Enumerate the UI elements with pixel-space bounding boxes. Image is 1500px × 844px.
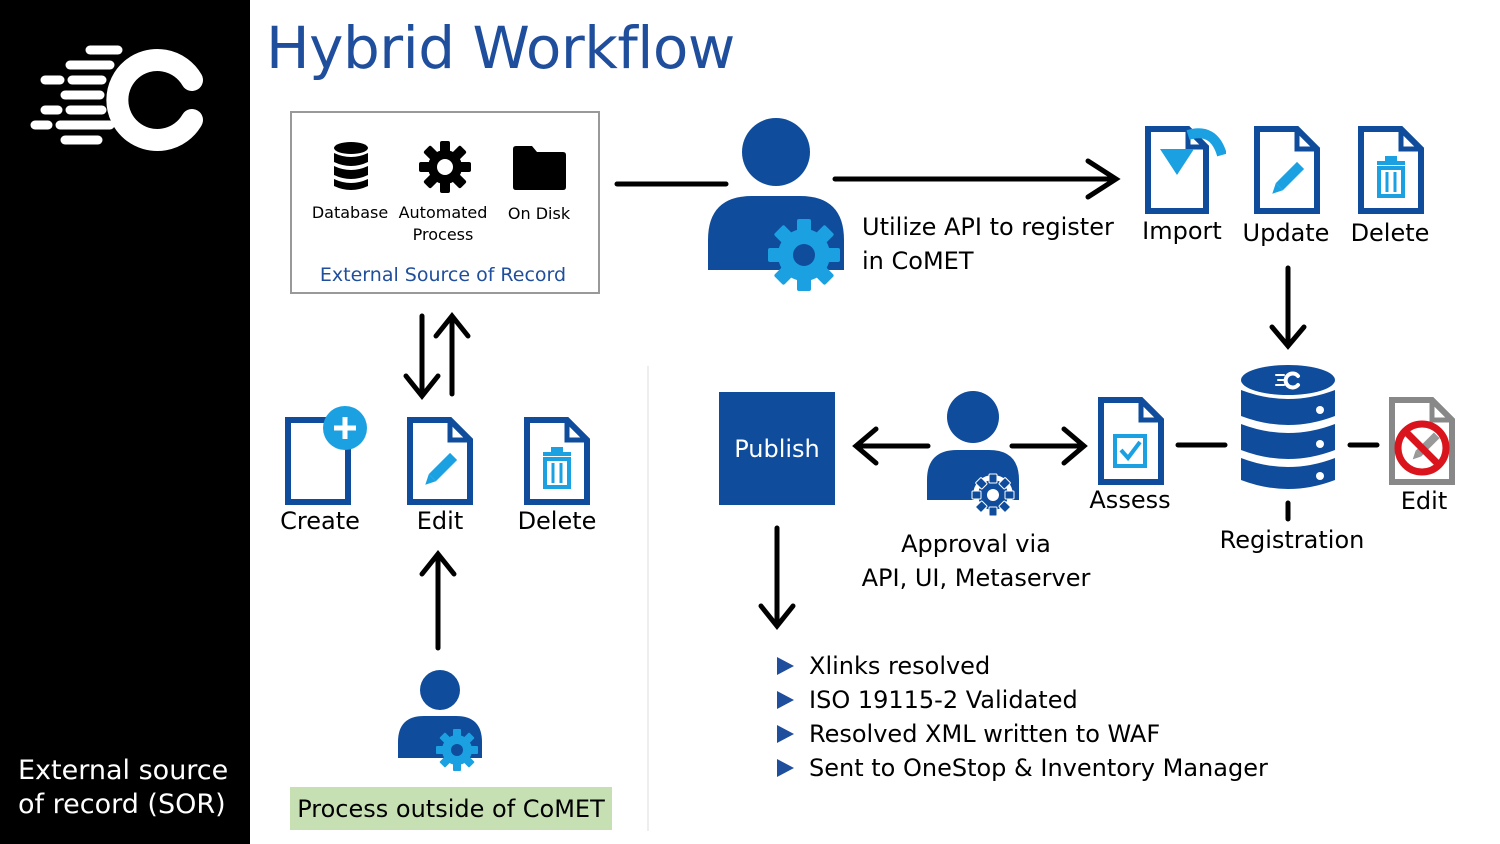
sor-item-automated-label: Automated Process <box>393 202 493 246</box>
delete-document-icon <box>524 417 590 505</box>
bullet-triangle-icon <box>777 657 794 675</box>
sor-caption: External Source of Record <box>319 264 567 286</box>
results-list: Xlinks resolved ISO 19115-2 Validated Re… <box>777 649 1268 785</box>
publish-box: Publish <box>719 392 835 505</box>
sor-item-database-label: Database <box>311 203 389 222</box>
sor-item-automated-line2: Process <box>412 225 474 244</box>
gear-icon <box>419 141 471 193</box>
edit-disabled-label: Edit <box>1400 487 1448 515</box>
external-sor-box <box>290 111 600 294</box>
edit-disabled-document-icon <box>1389 397 1455 485</box>
top-action-delete-label: Delete <box>1350 219 1430 247</box>
left-action-create-label: Create <box>280 507 360 535</box>
left-action-delete-label: Delete <box>517 507 597 535</box>
import-document-icon <box>1145 126 1226 214</box>
edit-document-icon <box>407 417 473 505</box>
list-item: Sent to OneStop & Inventory Manager <box>777 751 1268 785</box>
top-action-import-label: Import <box>1142 217 1222 245</box>
list-item: ISO 19115-2 Validated <box>777 683 1268 717</box>
process-outside-box: Process outside of CoMET <box>290 787 612 830</box>
list-item-text: Sent to OneStop & Inventory Manager <box>809 754 1268 782</box>
registration-database-icon <box>1241 365 1335 489</box>
create-document-icon <box>285 406 367 505</box>
sidebar: External source of record (SOR) <box>0 0 250 844</box>
comet-logo-icon <box>30 45 203 151</box>
list-item: Resolved XML written to WAF <box>777 717 1268 751</box>
api-label-line2: in CoMET <box>862 247 974 275</box>
database-icon <box>334 142 368 190</box>
folder-icon <box>513 146 566 190</box>
bullet-triangle-icon <box>777 691 794 709</box>
api-user-icon <box>708 118 844 291</box>
approval-label-line2: API, UI, Metaserver <box>861 564 1091 592</box>
vertical-divider <box>647 366 649 831</box>
update-document-icon <box>1254 126 1320 214</box>
sor-item-automated-line1: Automated <box>398 203 488 222</box>
approval-label: Approval via API, UI, Metaserver <box>846 527 1106 595</box>
assess-label: Assess <box>1089 486 1171 514</box>
top-action-update-label: Update <box>1242 219 1330 247</box>
approval-user-icon <box>927 391 1019 517</box>
sidebar-label-line1: External source <box>18 755 229 786</box>
sor-item-ondisk-label: On Disk <box>507 204 571 223</box>
assess-document-icon <box>1098 397 1164 485</box>
api-label-line1: Utilize API to register <box>862 213 1114 241</box>
sidebar-label: External source of record (SOR) <box>18 754 228 822</box>
sidebar-label-line2: of record (SOR) <box>18 789 226 820</box>
approval-label-line1: Approval via <box>901 530 1051 558</box>
list-item-text: ISO 19115-2 Validated <box>809 686 1078 714</box>
registration-label: Registration <box>1219 526 1365 554</box>
delete-document-icon <box>1358 126 1424 214</box>
list-item: Xlinks resolved <box>777 649 1268 683</box>
bullet-triangle-icon <box>777 725 794 743</box>
outside-user-icon <box>398 670 482 771</box>
bullet-triangle-icon <box>777 759 794 777</box>
page-title: Hybrid Workflow <box>266 14 735 82</box>
list-item-text: Resolved XML written to WAF <box>809 720 1161 748</box>
left-action-edit-label: Edit <box>416 507 464 535</box>
api-label: Utilize API to register in CoMET <box>862 210 1114 278</box>
list-item-text: Xlinks resolved <box>809 652 991 680</box>
